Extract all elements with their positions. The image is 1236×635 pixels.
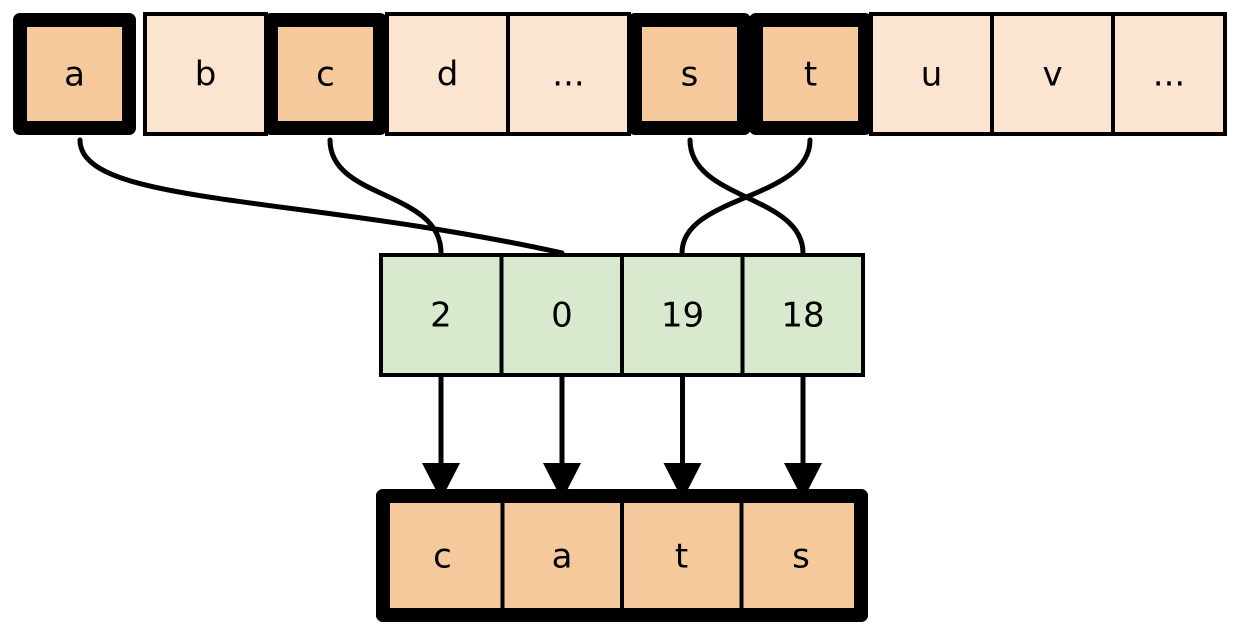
alphabet-cell-label: c bbox=[316, 55, 335, 95]
alphabet-cell-label: t bbox=[804, 55, 817, 95]
index-cell-2[interactable]: 19 bbox=[620, 253, 745, 377]
index-cell-label: 19 bbox=[661, 296, 704, 336]
alphabet-cell-label: ... bbox=[552, 55, 584, 95]
curve-c-to-2 bbox=[327, 137, 444, 256]
alphabet-cell-ellipsis-1[interactable]: ... bbox=[506, 12, 631, 136]
alphabet-cell-label: d bbox=[437, 55, 459, 95]
curve-connectors bbox=[77, 137, 813, 256]
output-cell-3[interactable]: s bbox=[739, 494, 863, 617]
index-cell-3[interactable]: 18 bbox=[740, 253, 865, 377]
alphabet-cell-a[interactable]: a bbox=[13, 13, 136, 135]
output-cell-label: a bbox=[552, 537, 573, 577]
output-cell-label: t bbox=[675, 537, 688, 577]
alphabet-cell-label: u bbox=[921, 55, 943, 95]
alphabet-cell-ellipsis-2[interactable]: ... bbox=[1111, 12, 1227, 136]
output-strip: c a t s bbox=[376, 489, 868, 622]
alphabet-cell-v[interactable]: v bbox=[990, 12, 1115, 136]
alphabet-cell-label: v bbox=[1042, 55, 1062, 95]
index-cell-1[interactable]: 0 bbox=[499, 253, 624, 377]
alphabet-strip: b d ... u v ... bbox=[13, 12, 1227, 136]
alphabet-cell-d[interactable]: d bbox=[385, 12, 510, 136]
index-cell-0[interactable]: 2 bbox=[379, 253, 504, 377]
alphabet-cell-u[interactable]: u bbox=[869, 12, 994, 136]
output-strip-outline-top bbox=[376, 489, 868, 622]
output-cell-0[interactable]: c bbox=[381, 494, 505, 617]
index-cell-label: 18 bbox=[781, 296, 824, 336]
alphabet-cell-t[interactable]: t bbox=[749, 13, 872, 135]
alphabet-cell-label: b bbox=[195, 55, 217, 95]
curve-a-to-0 bbox=[77, 137, 565, 256]
output-cell-1[interactable]: a bbox=[500, 494, 624, 617]
alphabet-cell-label: ... bbox=[1153, 55, 1185, 95]
index-cell-label: 2 bbox=[430, 296, 452, 336]
arrow-connectors bbox=[421, 377, 822, 501]
index-strip: 2 0 19 18 bbox=[379, 253, 865, 377]
alphabet-cell-label: a bbox=[64, 55, 85, 95]
alphabet-cell-label: s bbox=[681, 55, 699, 95]
output-cell-label: s bbox=[792, 537, 810, 577]
alphabet-cell-c[interactable]: c bbox=[264, 13, 387, 135]
alphabet-cell-s[interactable]: s bbox=[628, 13, 751, 135]
curve-t-to-19 bbox=[679, 137, 813, 256]
output-cell-label: c bbox=[433, 537, 452, 577]
alphabet-cell-b[interactable]: b bbox=[143, 12, 268, 136]
output-cell-2[interactable]: t bbox=[620, 494, 744, 617]
index-cell-label: 0 bbox=[551, 296, 573, 336]
